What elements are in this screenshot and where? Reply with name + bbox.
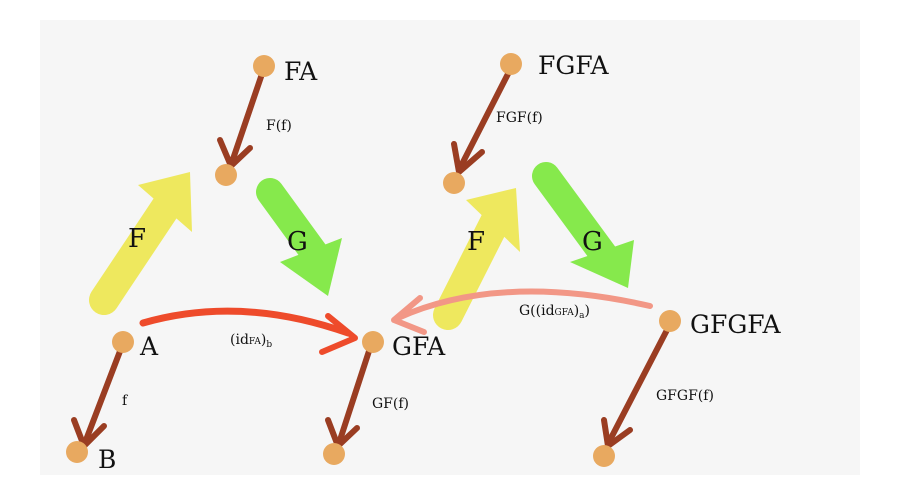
node-F-B <box>215 164 237 186</box>
node-FGF-B <box>443 172 465 194</box>
label-GFGFA: GFGFA <box>690 310 781 339</box>
label-f: f <box>122 393 129 409</box>
label-unit: (idFA)b <box>230 332 272 350</box>
label-FGF-f: FGF(f) <box>496 110 543 126</box>
unit-arrow <box>139 307 358 355</box>
arrow-FGF-f <box>451 63 515 175</box>
functor-F-right-label: F <box>467 227 485 257</box>
label-FGFA: FGFA <box>538 51 609 80</box>
functor-G-left-label: G <box>287 227 308 257</box>
node-GF-B <box>323 443 345 465</box>
label-B: B <box>98 445 116 474</box>
functor-G-left-arrow <box>256 178 342 296</box>
node-GFGFA <box>659 310 681 332</box>
label-GFGF-f: GFGF(f) <box>656 388 714 404</box>
functor-F-left-label: F <box>128 224 146 254</box>
label-counit: G((idGFA)a) <box>519 303 590 321</box>
label-A: A <box>139 332 159 361</box>
label-GFA: GFA <box>392 332 446 361</box>
node-FGFA <box>500 53 522 75</box>
node-B <box>66 441 88 463</box>
label-GF-f: GF(f) <box>372 396 409 412</box>
functor-G-right-label: G <box>582 227 603 257</box>
label-FA: FA <box>284 57 318 86</box>
label-F-f: F(f) <box>266 118 292 134</box>
node-GFA <box>362 331 384 353</box>
functor-F-left-arrow <box>89 172 192 315</box>
background-panel <box>40 20 860 475</box>
node-FA <box>253 55 275 77</box>
functor-G-right-arrow <box>532 162 634 288</box>
node-GFGF-B <box>593 445 615 467</box>
counit-arrow <box>391 288 653 335</box>
node-A <box>112 331 134 353</box>
